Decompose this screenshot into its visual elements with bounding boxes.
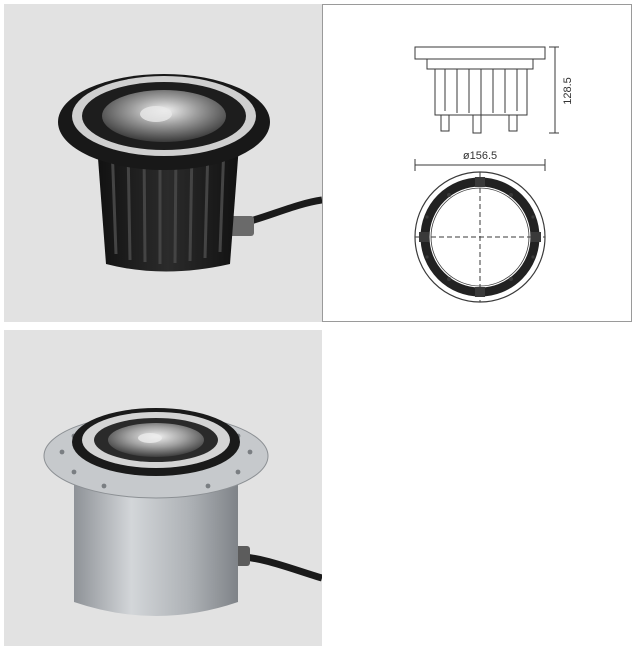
top-view (414, 171, 546, 303)
technical-drawing: 128.5 ø156.5 (322, 4, 632, 322)
side-view-flange (414, 46, 546, 60)
height-dimension: 128.5 (562, 77, 574, 105)
product-photo-steel-housing (4, 330, 322, 646)
diameter-dimension: ø156.5 (463, 150, 497, 162)
product-photo-black-housing (4, 4, 322, 322)
